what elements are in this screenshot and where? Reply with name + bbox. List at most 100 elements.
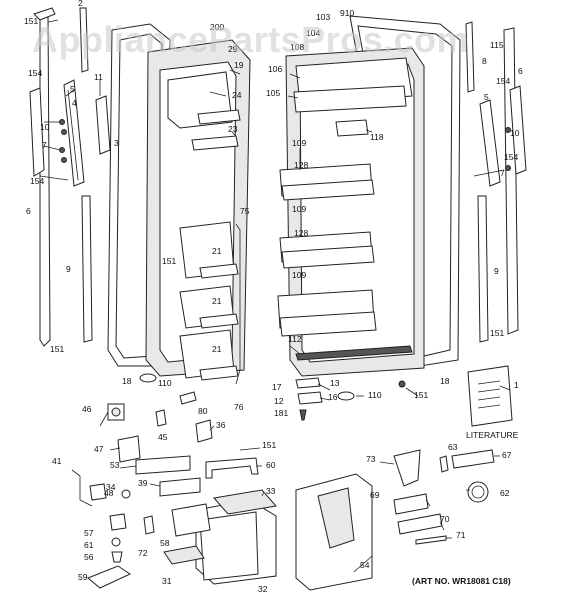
part-callout-36: 36 bbox=[216, 420, 226, 430]
freezer-shelf-top bbox=[197, 109, 241, 125]
part-callout-45: 45 bbox=[158, 432, 168, 442]
ring-62-inner bbox=[471, 485, 485, 499]
part-callout-151: 151 bbox=[24, 16, 38, 26]
part-callout-128: 128 bbox=[294, 160, 308, 170]
part-callout-154: 154 bbox=[504, 152, 518, 162]
part-callout-110: 110 bbox=[368, 390, 382, 400]
part-callout-11: 11 bbox=[94, 72, 103, 82]
right-trim-strip-8 bbox=[465, 21, 475, 93]
literature-label: LITERATURE bbox=[466, 430, 519, 440]
part-callout-75: 75 bbox=[240, 206, 250, 216]
part-callout-46: 46 bbox=[82, 404, 92, 414]
part-callout-54: 54 bbox=[360, 560, 370, 570]
left-door-trim-top bbox=[33, 7, 56, 21]
part-callout-151: 151 bbox=[414, 390, 428, 400]
hinge-part-80 bbox=[179, 391, 197, 405]
left-door-handle-inner bbox=[67, 89, 79, 181]
part-callout-23: 23 bbox=[228, 124, 238, 134]
clip-72 bbox=[143, 515, 155, 535]
part-61 bbox=[111, 537, 121, 547]
plate-53 bbox=[135, 455, 191, 475]
part-callout-115: 115 bbox=[490, 40, 504, 50]
part-callout-105: 105 bbox=[266, 88, 280, 98]
dispenser-cover-47 bbox=[117, 435, 141, 463]
art-number: (ART NO. WR18081 C18) bbox=[412, 576, 511, 586]
part-callout-13: 13 bbox=[330, 378, 340, 388]
left-lower-strip bbox=[81, 195, 93, 343]
drip-tray-59 bbox=[87, 565, 132, 589]
part-callout-151: 151 bbox=[262, 440, 276, 450]
part-callout-5: 5 bbox=[70, 84, 75, 94]
part-callout-7: 7 bbox=[42, 140, 47, 150]
part-callout-151: 151 bbox=[50, 344, 64, 354]
part-callout-1: 1 bbox=[514, 380, 519, 390]
left-trim-strip-2 bbox=[79, 7, 89, 73]
right-handle-trim bbox=[509, 85, 527, 175]
screw-10 bbox=[59, 119, 65, 125]
part-callout-12: 12 bbox=[274, 396, 284, 406]
part-callout-108: 108 bbox=[290, 42, 304, 52]
clip-45 bbox=[155, 409, 167, 427]
part-callout-59: 59 bbox=[78, 572, 88, 582]
lever-69 bbox=[393, 493, 429, 515]
part-callout-118: 118 bbox=[370, 132, 384, 142]
screw-154-right bbox=[505, 165, 511, 171]
dairy-door bbox=[293, 85, 407, 113]
part-callout-21: 21 bbox=[212, 344, 222, 354]
left-handle-trim bbox=[29, 87, 45, 177]
part-callout-3: 3 bbox=[114, 138, 119, 148]
part-callout-18: 18 bbox=[122, 376, 132, 386]
part-callout-48: 48 bbox=[104, 488, 114, 498]
part-callout-10: 10 bbox=[40, 122, 50, 132]
part-callout-60: 60 bbox=[266, 460, 276, 470]
fresh-food-liner-inner bbox=[299, 63, 415, 363]
part-63 bbox=[439, 455, 449, 473]
part-callout-109: 109 bbox=[292, 204, 306, 214]
bracket-36 bbox=[195, 419, 213, 443]
part-callout-9: 9 bbox=[494, 266, 499, 276]
right-door-trim-strip bbox=[503, 27, 519, 335]
part-callout-61: 61 bbox=[84, 540, 94, 550]
literature-booklet-lines bbox=[477, 380, 501, 409]
dispenser-grid-31 bbox=[171, 503, 211, 537]
rod-71 bbox=[415, 535, 447, 545]
part-callout-112: 112 bbox=[288, 334, 302, 344]
part-callout-53: 53 bbox=[110, 460, 120, 470]
dispenser-top-33 bbox=[213, 489, 277, 515]
leader-lines bbox=[39, 19, 511, 573]
freezer-bin-2-lip bbox=[199, 313, 239, 329]
part-callout-72: 72 bbox=[138, 548, 148, 558]
handle-bracket bbox=[95, 95, 111, 155]
door-shelf-3-front bbox=[279, 311, 377, 337]
part-callout-58: 58 bbox=[160, 538, 170, 548]
part-callout-6: 6 bbox=[518, 66, 523, 76]
part-callout-71: 71 bbox=[456, 530, 466, 540]
part-callout-41: 41 bbox=[52, 456, 62, 466]
part-callout-47: 47 bbox=[94, 444, 104, 454]
connector-34 bbox=[89, 483, 107, 501]
ring-62 bbox=[467, 481, 489, 503]
part-callout-33: 33 bbox=[266, 486, 276, 496]
part-callout-181: 181 bbox=[274, 408, 288, 418]
part-callout-32: 32 bbox=[258, 584, 268, 594]
part-callout-34: 34 bbox=[106, 482, 116, 492]
part-callout-18: 18 bbox=[440, 376, 450, 386]
connector-39 bbox=[159, 477, 201, 497]
part-callout-31: 31 bbox=[162, 576, 172, 586]
part-callout-21: 21 bbox=[212, 246, 222, 256]
part-callout-80: 80 bbox=[198, 406, 208, 416]
screw-7 bbox=[59, 147, 65, 153]
part-callout-8: 8 bbox=[482, 56, 487, 66]
part-callout-5: 5 bbox=[484, 92, 489, 102]
part-callout-56: 56 bbox=[84, 552, 94, 562]
screw-181 bbox=[299, 409, 307, 421]
part-callout-151: 151 bbox=[490, 328, 504, 338]
part-56 bbox=[111, 551, 123, 563]
watermark: AppliancePartsPros.com bbox=[32, 19, 469, 60]
part-callout-154: 154 bbox=[28, 68, 42, 78]
part-callout-57: 57 bbox=[84, 528, 94, 538]
heater-wire bbox=[235, 223, 241, 385]
part-callout-62: 62 bbox=[500, 488, 510, 498]
